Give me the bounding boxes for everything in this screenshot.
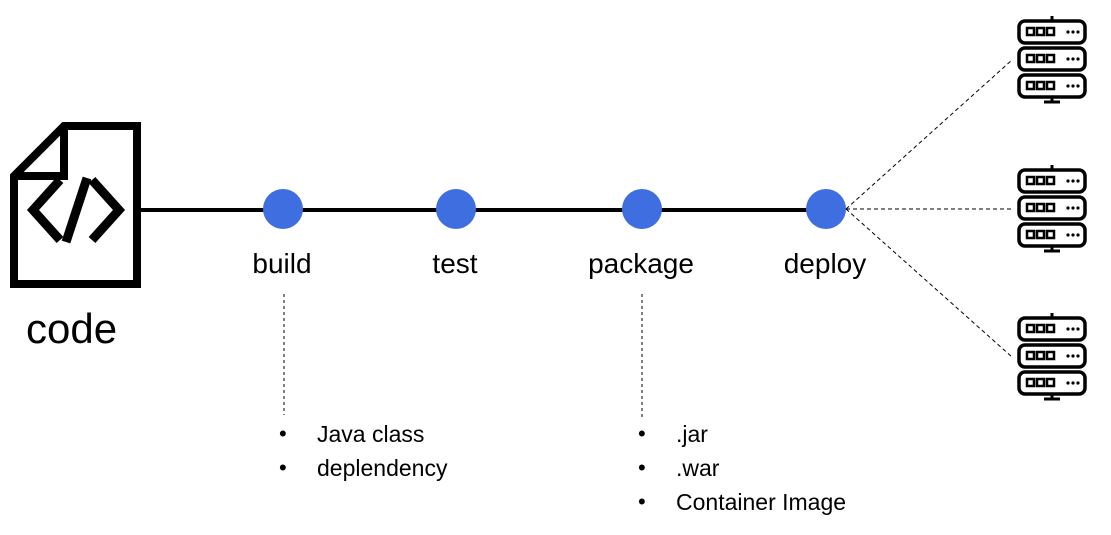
list-item: .jar	[638, 417, 846, 451]
list-item: Java class	[279, 417, 447, 451]
deploy-connector-top	[845, 59, 1013, 210]
build-outputs-list: Java class deplendency	[279, 417, 447, 485]
stage-dot-deploy	[806, 189, 846, 229]
server-rack-icon-top	[1017, 14, 1087, 104]
stage-label-deploy: deploy	[783, 248, 867, 279]
stage-label-package: package	[588, 248, 694, 279]
stage-label-test: test	[432, 248, 478, 279]
package-outputs-list: .jar .war Container Image	[638, 417, 846, 519]
stage-dot-build	[263, 189, 303, 229]
server-rack-icon-bottom	[1017, 311, 1087, 401]
code-file-icon	[10, 122, 141, 288]
server-rack-icon-middle	[1017, 163, 1087, 253]
stage-dot-package	[622, 189, 662, 229]
list-item: Container Image	[638, 485, 846, 519]
source-label: code	[26, 305, 118, 352]
list-item: .war	[638, 451, 846, 485]
stage-label-build: build	[252, 248, 312, 279]
list-item: deplendency	[279, 451, 447, 485]
stage-dot-test	[436, 189, 476, 229]
deploy-connector-bottom	[845, 208, 1013, 358]
